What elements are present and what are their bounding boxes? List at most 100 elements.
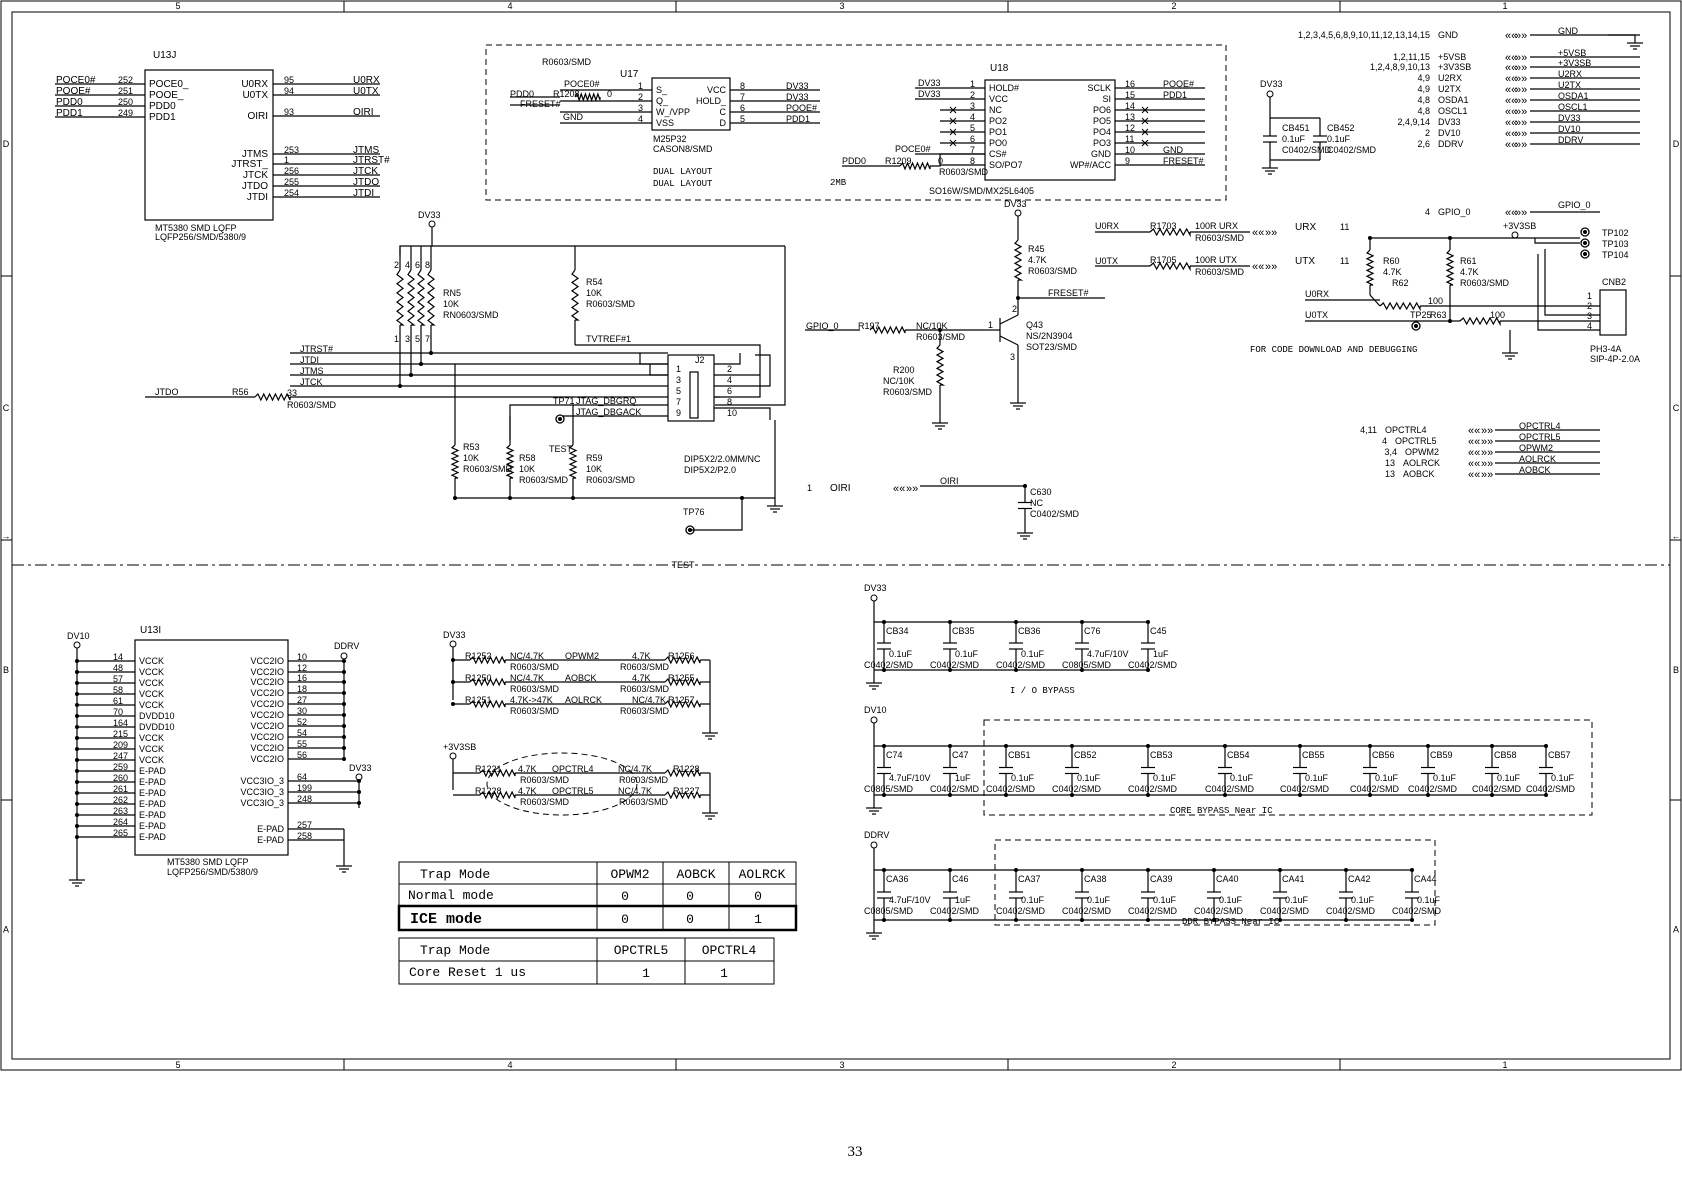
opctrl-name: AOBCK (1403, 469, 1435, 479)
strap-dual-layout-ellipse (486, 752, 638, 816)
r56-ref: R56 (232, 387, 249, 397)
off-sheet-connector-icon: »» (1481, 458, 1493, 470)
junction-dot (1223, 744, 1227, 748)
u13i-pin-num: 263 (113, 806, 128, 816)
ground-symbol (702, 805, 718, 820)
dv10-cap-value: 0.1uF (1305, 773, 1329, 783)
dv10-cap-pkg: C0402/SMD (1280, 784, 1330, 794)
test-label: TEST (549, 444, 573, 454)
pullup-wire (1369, 237, 1580, 245)
junction-dot (1368, 793, 1372, 797)
dv10-capacitor (1065, 746, 1079, 795)
u13i-pin-name: VCC2IO (250, 656, 284, 666)
jtag-net: JTRST# (300, 344, 333, 354)
u13i-pin-num: 164 (113, 718, 128, 728)
no-connect-icon (1141, 106, 1149, 114)
dv10-cap-ref: CB52 (1074, 750, 1097, 760)
ddrv-capacitor (877, 870, 891, 920)
dv10-rail-net: DV10 (864, 705, 887, 715)
junction-dot (75, 670, 79, 674)
r60-ref: R60 (1383, 256, 1400, 266)
strap-ref: R1250 (465, 673, 492, 683)
r58-ref: R58 (519, 453, 536, 463)
u18-net: POCE0# (895, 144, 931, 154)
zone-letter-left: C (3, 403, 10, 413)
power-pins: 2,4,9,14 (1397, 117, 1430, 127)
u13j-body (144, 69, 274, 221)
junction-dot (357, 790, 361, 794)
ddrv-capacitor (1075, 870, 1089, 920)
u13i-pin-num: 12 (297, 663, 307, 673)
ddrv-capacitor (1339, 870, 1353, 920)
u13i-pin-num: 258 (297, 831, 312, 841)
u17-net: DV33 (786, 92, 809, 102)
j2-pin-num: 2 (727, 364, 732, 374)
dv10-cap-value: 0.1uF (1230, 773, 1254, 783)
power-net: DV10 (1558, 124, 1581, 134)
ddrv-cap-pkg: C0402/SMD (1260, 906, 1310, 916)
j2-pin-num: 8 (727, 397, 732, 407)
junction-dot (948, 868, 952, 872)
junction-dot (1080, 868, 1084, 872)
wire (649, 364, 668, 376)
junction-dot (75, 714, 79, 718)
r59-pkg: R0603/SMD (586, 475, 636, 485)
junction-dot (1146, 918, 1150, 922)
cnb2-ref: CNB2 (1602, 277, 1626, 287)
junction-dot (508, 496, 512, 500)
junction-dot (342, 670, 346, 674)
t1-ice-opwm2: 0 (621, 912, 629, 927)
junction-dot (342, 735, 346, 739)
u13j-net-left: POCE0# (56, 75, 96, 86)
ddrv-cap-ref: CA36 (886, 874, 909, 884)
rn5-pin: 4 (405, 260, 410, 270)
cb452-capacitor (1313, 118, 1327, 160)
junction-dot (75, 659, 79, 663)
junction-dot (1298, 744, 1302, 748)
dv33-cap-pkg: C0805/SMD (1062, 660, 1112, 670)
u13i-pin-num: 64 (297, 772, 307, 782)
u13j-pin-name: JTCK (243, 170, 268, 181)
junction-dot (357, 801, 361, 805)
u13i-pin-name: E-PAD (139, 832, 166, 842)
strap-pkg: R0603/SMD (510, 706, 560, 716)
u17-pin-num: 5 (740, 114, 745, 124)
u13j-pin-num: 251 (118, 86, 133, 96)
junction-dot (1146, 620, 1150, 624)
u13j-ref: U13J (153, 50, 176, 61)
strap-pkg: R0603/SMD (510, 684, 560, 694)
junction-dot (453, 496, 457, 500)
t1-header-opwm2: OPWM2 (610, 867, 649, 882)
dv10-terminal-icon (73, 641, 81, 649)
u13i-pin-name: E-PAD (139, 766, 166, 776)
u13j-pin-num: 93 (284, 107, 294, 117)
dv10-cap-value: 0.1uF (1011, 773, 1035, 783)
r54-resistor (570, 269, 580, 321)
dv10-cap-value: 1uF (955, 773, 971, 783)
r1705-pkg: R0603/SMD (1195, 267, 1245, 277)
dv10-capacitor (943, 746, 957, 795)
q43-pin: 3 (1010, 352, 1015, 362)
u13j-pin-name: POOE_ (149, 90, 184, 101)
dv33-cap-pkg: C0402/SMD (1128, 660, 1178, 670)
u13i-pin-name: VCC3IO_3 (240, 787, 284, 797)
wire (714, 407, 771, 420)
junction-dot (75, 681, 79, 685)
c630-pkg: C0402/SMD (1030, 509, 1080, 519)
zone-number-bottom: 1 (1502, 1060, 1507, 1070)
u18-pin-name: PO5 (1093, 116, 1111, 126)
io-bypass-note: I / O BYPASS (1010, 686, 1075, 696)
off-sheet-connector-icon: «« (1468, 425, 1480, 437)
u13i-pin-num: 247 (113, 751, 128, 761)
strap-value: 4.7K (518, 764, 537, 774)
u13i-pin-name: VCC2IO (250, 677, 284, 687)
rn5-top-wire (399, 227, 433, 255)
opctrl-net: AOBCK (1519, 465, 1551, 475)
power-pins: 1,2,3,4,5,6,8,9,10,11,12,13,14,15 (1298, 30, 1430, 40)
debug-note: FOR CODE DOWNLOAD AND DEBUGGING (1250, 345, 1417, 355)
strap-3v3sb-net: +3V3SB (443, 742, 476, 752)
u13j-pin-num: 94 (284, 86, 294, 96)
junction-dot (75, 791, 79, 795)
u17-net: DV33 (786, 81, 809, 91)
t2-header-trap-mode: Trap Mode (420, 943, 490, 958)
